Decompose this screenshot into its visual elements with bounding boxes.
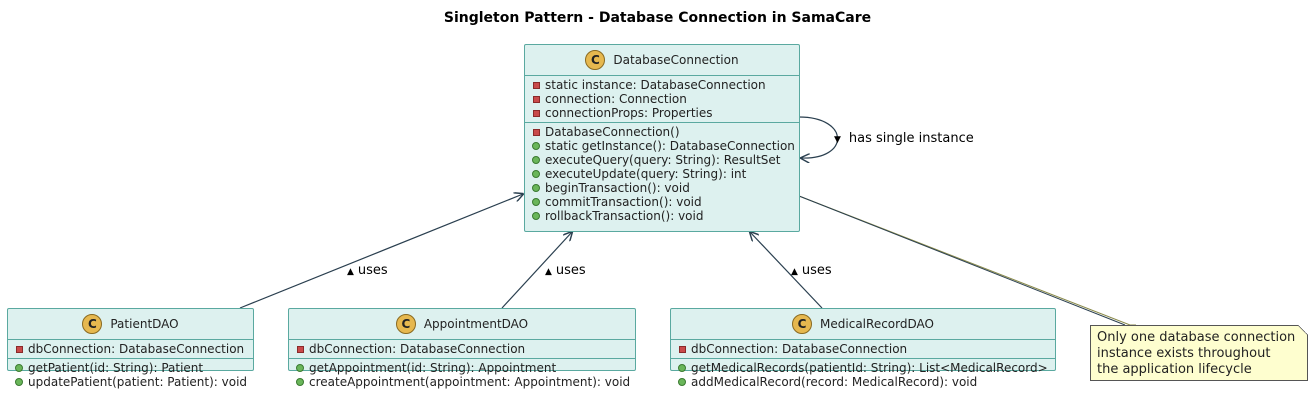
diagram-title: Singleton Pattern - Database Connection …	[443, 10, 872, 26]
class-c-icon: C	[82, 314, 103, 334]
class-name: DatabaseConnection	[613, 53, 739, 67]
fields-section: static instance: DatabaseConnection conn…	[525, 76, 799, 123]
field-row: dbConnection: DatabaseConnection	[678, 342, 1055, 356]
fields-section: dbConnection: DatabaseConnection	[289, 340, 635, 359]
private-icon	[533, 128, 540, 136]
medical-uses-label: ▲uses	[791, 263, 832, 278]
class-name: PatientDAO	[110, 317, 179, 331]
class-database-connection[interactable]: C DatabaseConnection static instance: Da…	[524, 44, 800, 232]
method-row: getPatient(id: String): Patient	[15, 361, 253, 375]
note-connector-line	[798, 195, 1136, 326]
private-icon	[533, 109, 540, 117]
public-icon	[296, 378, 304, 386]
public-icon	[296, 364, 304, 372]
direction-down-icon: ▼	[834, 135, 841, 145]
private-icon	[533, 95, 540, 103]
note-line: instance exists throughout	[1097, 346, 1271, 361]
singleton-note: Only one database connection instance ex…	[1090, 325, 1308, 381]
method-row: addMedicalRecord(record: MedicalRecord):…	[678, 375, 1055, 389]
note-line: the application lifecycle	[1097, 362, 1252, 377]
method-row: beginTransaction(): void	[532, 181, 799, 195]
field-row: static instance: DatabaseConnection	[532, 78, 799, 92]
public-icon	[15, 364, 23, 372]
class-c-icon: C	[585, 50, 606, 70]
methods-section: getAppointment(id: String): Appointment …	[289, 359, 635, 391]
method-row: executeUpdate(query: String): int	[532, 167, 799, 181]
method-row: DatabaseConnection()	[532, 125, 799, 139]
method-row: commitTransaction(): void	[532, 195, 799, 209]
field-row: dbConnection: DatabaseConnection	[15, 342, 253, 356]
direction-up-icon: ▲	[545, 267, 552, 277]
note-line: Only one database connection	[1097, 330, 1296, 345]
method-row: rollbackTransaction(): void	[532, 209, 799, 223]
fields-section: dbConnection: DatabaseConnection	[8, 340, 253, 359]
class-name: MedicalRecordDAO	[820, 317, 934, 331]
class-name: AppointmentDAO	[423, 317, 529, 331]
medical-uses-line	[750, 232, 823, 309]
private-icon	[16, 345, 23, 353]
private-icon	[679, 345, 686, 353]
methods-section: getPatient(id: String): Patient updatePa…	[8, 359, 253, 391]
patient-uses-label: ▲uses	[347, 263, 388, 278]
public-icon	[532, 170, 540, 178]
class-patient-dao[interactable]: C PatientDAO dbConnection: DatabaseConne…	[7, 308, 254, 389]
method-row: getMedicalRecords(patientId: String): Li…	[678, 361, 1055, 375]
field-row: connectionProps: Properties	[532, 106, 799, 120]
class-c-icon: C	[792, 314, 813, 334]
public-icon	[532, 184, 540, 192]
direction-up-icon: ▲	[791, 267, 798, 277]
patient-uses-line	[239, 194, 523, 309]
methods-section: DatabaseConnection() static getInstance(…	[525, 123, 799, 225]
private-icon	[533, 81, 540, 89]
self-association-line	[798, 116, 839, 158]
class-medical-record-dao[interactable]: C MedicalRecordDAO dbConnection: Databas…	[670, 308, 1056, 389]
fields-section: dbConnection: DatabaseConnection	[671, 340, 1055, 359]
public-icon	[678, 364, 686, 372]
method-row: createAppointment(appointment: Appointme…	[296, 375, 635, 389]
public-icon	[532, 156, 540, 164]
appointment-uses-line	[501, 232, 572, 309]
class-c-icon: C	[395, 314, 416, 334]
public-icon	[15, 378, 23, 386]
class-appointment-dao[interactable]: C AppointmentDAO dbConnection: DatabaseC…	[288, 308, 636, 389]
class-header: C MedicalRecordDAO	[671, 309, 1055, 340]
field-row: connection: Connection	[532, 92, 799, 106]
self-association-label: ▼has single instance	[834, 131, 974, 146]
public-icon	[532, 142, 540, 150]
method-row: updatePatient(patient: Patient): void	[15, 375, 253, 389]
class-header: C DatabaseConnection	[525, 45, 799, 76]
field-row: dbConnection: DatabaseConnection	[296, 342, 635, 356]
public-icon	[532, 212, 540, 220]
note-fold-corner	[1298, 325, 1308, 335]
class-header: C PatientDAO	[8, 309, 253, 340]
direction-up-icon: ▲	[347, 267, 354, 277]
method-row: getAppointment(id: String): Appointment	[296, 361, 635, 375]
class-header: C AppointmentDAO	[289, 309, 635, 340]
method-row: executeQuery(query: String): ResultSet	[532, 153, 799, 167]
private-icon	[297, 345, 304, 353]
public-icon	[678, 378, 686, 386]
appointment-uses-label: ▲uses	[545, 263, 586, 278]
public-icon	[532, 198, 540, 206]
method-row: static getInstance(): DatabaseConnection	[532, 139, 799, 153]
methods-section: getMedicalRecords(patientId: String): Li…	[671, 359, 1055, 391]
